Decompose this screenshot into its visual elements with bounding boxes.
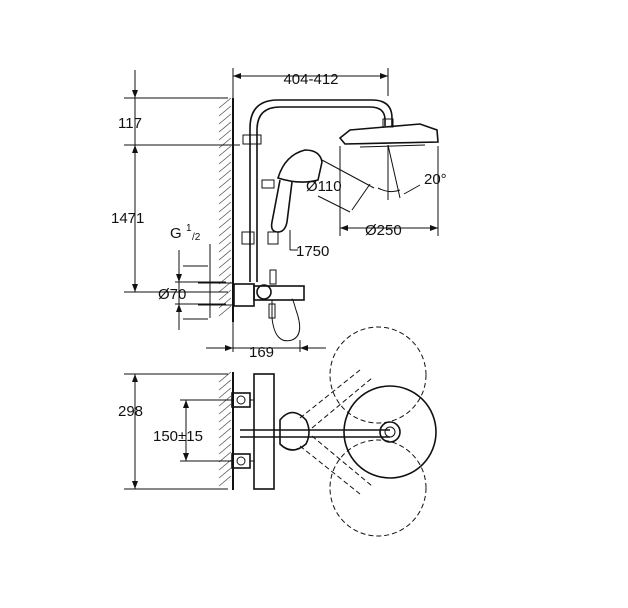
wall-hatch-line [218, 177, 232, 189]
plan-view-valve [231, 373, 275, 490]
label-total-height: 1471 [111, 210, 144, 227]
label-center-distance: 150±15 [153, 428, 203, 445]
wall-hatch-line [218, 411, 232, 423]
plan-view-swing-range [299, 326, 427, 537]
label-projection: 169 [249, 344, 274, 361]
wall-hatch-line [218, 467, 232, 479]
dimension-head-tilt: 20° [377, 144, 447, 200]
wall-hatch-line [218, 435, 232, 447]
label-valve-dia: Ø70 [158, 286, 186, 303]
label-connection-sub: /2 [192, 232, 201, 243]
wall-hatch-line [218, 257, 232, 269]
wall-hatch-line [218, 387, 232, 399]
label-head-dia: Ø250 [365, 222, 402, 239]
wall-hatch-line [218, 241, 232, 253]
wall-hatch-line [218, 217, 232, 229]
wall-hatch-line [218, 419, 232, 431]
wall-hatch-line [218, 169, 232, 181]
wall-hatch-line [218, 379, 232, 391]
dimension-height: 117 1471 [111, 70, 240, 293]
dimension-projection: 169 [206, 320, 326, 361]
wall-hatch-line [218, 121, 232, 133]
wall-hatch-line [218, 209, 232, 221]
side-view-wall [218, 97, 234, 322]
shower-riser-rail [242, 99, 393, 282]
label-hose-length: 1750 [296, 243, 329, 260]
wall-hatch-line [218, 97, 232, 109]
dimension-head-dia: Ø250 [339, 146, 439, 239]
label-rail-width: 404-412 [283, 71, 338, 88]
dimension-hand-shower: Ø110 [306, 159, 375, 213]
label-head-tilt: 20° [424, 171, 447, 188]
wall-hatch-line [218, 427, 232, 439]
wall-hatch-line [218, 153, 232, 165]
thermostat-valve [233, 269, 305, 342]
wall-hatch-line [218, 225, 232, 237]
wall-hatch-line [218, 161, 232, 173]
wall-hatch-line [218, 451, 232, 463]
wall-hatch-line [218, 233, 232, 245]
wall-hatch-line [218, 281, 232, 293]
plan-view-arm [240, 385, 437, 479]
wall-hatch-line [218, 403, 232, 415]
wall-hatch-line [218, 249, 232, 261]
wall-hatch-line [218, 305, 232, 317]
wall-hatch-line [218, 265, 232, 277]
head-shower [338, 118, 439, 148]
wall-hatch-line [218, 129, 232, 141]
dimension-center-distance: 150±15 [153, 399, 232, 462]
wall-hatch-line [218, 193, 232, 205]
wall-hatch-line [218, 137, 232, 149]
wall-hatch-line [218, 289, 232, 301]
dimension-plan-depth: 298 [118, 373, 228, 490]
wall-hatch-line [218, 185, 232, 197]
wall-hatch-line [218, 443, 232, 455]
wall-hatch-line [218, 105, 232, 117]
wall-hatch-line [218, 395, 232, 407]
wall-hatch-line [218, 145, 232, 157]
wall-hatch-line [218, 113, 232, 125]
wall-hatch-line [218, 201, 232, 213]
wall-hatch-line [218, 475, 232, 487]
wall-hatch-line [218, 371, 232, 383]
dimension-connection: G 1 /2 Ø70 [158, 223, 232, 330]
label-hand-shower-dia: Ø110 [306, 178, 342, 195]
label-top-offset: 117 [118, 115, 142, 132]
wall-hatch-line [218, 459, 232, 471]
plan-view-wall [218, 371, 234, 490]
dimension-rail-width: 404-412 [232, 68, 389, 98]
dimension-hose: 1750 [289, 230, 329, 260]
hand-shower [241, 149, 323, 245]
wall-hatch-line [218, 297, 232, 309]
label-connection: G [170, 225, 182, 242]
label-connection-sup: 1 [186, 223, 192, 234]
label-plan-depth: 298 [118, 403, 143, 420]
